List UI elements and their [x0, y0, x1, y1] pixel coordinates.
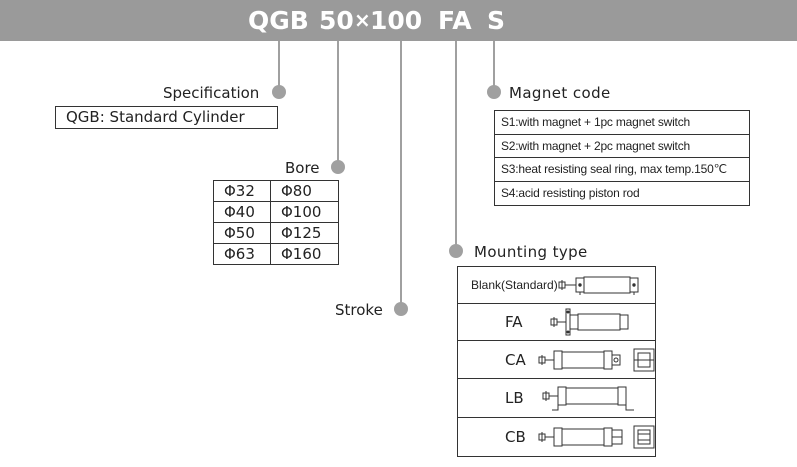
- leader-magnet: [493, 41, 495, 91]
- mounting-label-fa: FA: [505, 313, 523, 331]
- code-magnet: S: [487, 6, 506, 35]
- stroke-title: Stroke: [335, 301, 383, 319]
- leader-specification: [278, 41, 280, 92]
- mounting-label-ca: CA: [505, 351, 526, 369]
- bore-row: Φ63 Φ160: [213, 243, 339, 265]
- magnet-code-item: S1:with magnet + 1pc magnet switch: [495, 111, 749, 135]
- specification-value-box: QGB: Standard Cylinder: [55, 106, 278, 129]
- mounting-label-standard: Blank(Standard): [471, 278, 558, 292]
- standard-cylinder-icon: [558, 276, 639, 295]
- mounting-label-lb: LB: [505, 389, 524, 407]
- bore-row: Φ40 Φ100: [213, 201, 339, 223]
- lb-foot-cylinder-icon: [542, 386, 634, 411]
- bore-title: Bore: [285, 159, 320, 177]
- bore-table: Φ32 Φ80 Φ40 Φ100 Φ50 Φ125 Φ63 Φ160: [213, 180, 339, 265]
- mounting-type-table: Blank(Standard) FA: [457, 266, 656, 457]
- bore-cell: Φ160: [270, 243, 339, 265]
- cb-double-clevis-cylinder-icon: [538, 425, 655, 449]
- dot-specification: [272, 85, 286, 99]
- magnet-code-table: S1:with magnet + 1pc magnet switch S2:wi…: [494, 110, 750, 206]
- bore-cell: Φ63: [213, 243, 271, 265]
- dot-magnet: [487, 85, 501, 99]
- fa-flange-cylinder-icon: [550, 308, 629, 336]
- magnet-code-title: Magnet code: [509, 84, 611, 102]
- specification-title: Specification: [163, 84, 260, 102]
- code-times: ×: [354, 8, 371, 32]
- bore-cell: Φ80: [270, 180, 339, 202]
- ca-clevis-cylinder-icon: [538, 348, 655, 372]
- leader-bore: [337, 41, 339, 167]
- leader-mounting: [455, 41, 457, 251]
- mounting-row-fa: FA: [458, 304, 655, 341]
- dot-stroke: [394, 302, 408, 316]
- bore-cell: Φ32: [213, 180, 271, 202]
- dot-mounting: [449, 244, 463, 258]
- mounting-label-cb: CB: [505, 428, 526, 446]
- mounting-row-standard: Blank(Standard): [458, 267, 655, 304]
- code-stroke: 100: [370, 6, 423, 35]
- bore-row: Φ32 Φ80: [213, 180, 339, 202]
- bore-cell: Φ125: [270, 222, 339, 244]
- code-series: QGB: [248, 6, 309, 35]
- magnet-code-item: S2:with magnet + 2pc magnet switch: [495, 135, 749, 158]
- mounting-row-cb: CB: [458, 418, 655, 456]
- magnet-code-item: S4:acid resisting piston rod: [501, 185, 640, 200]
- dot-bore: [331, 160, 345, 174]
- magnet-code-item: S3:heat resisting seal ring, max temp.15…: [495, 158, 749, 182]
- mounting-row-ca: CA: [458, 341, 655, 379]
- bore-cell: Φ100: [270, 201, 339, 223]
- code-size: 50: [319, 6, 354, 35]
- bore-row: Φ50 Φ125: [213, 222, 339, 244]
- code-mount: FA: [438, 6, 472, 35]
- mounting-type-title: Mounting type: [474, 243, 588, 261]
- bore-cell: Φ50: [213, 222, 271, 244]
- mounting-row-lb: LB: [458, 379, 655, 418]
- bore-cell: Φ40: [213, 201, 271, 223]
- specification-value: QGB: Standard Cylinder: [66, 108, 245, 126]
- leader-stroke: [400, 41, 402, 309]
- model-code-banner: [0, 0, 797, 41]
